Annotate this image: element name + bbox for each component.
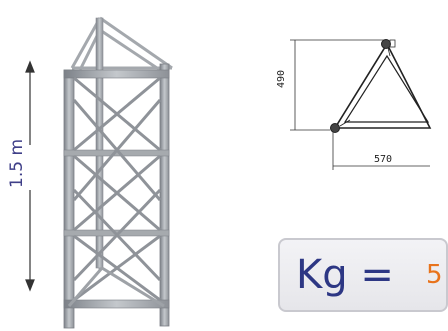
section-width-dimension: 570 bbox=[373, 154, 393, 165]
section-height-dimension: 490 bbox=[276, 69, 287, 89]
dimension-lines bbox=[290, 39, 430, 170]
truss-structure bbox=[63, 16, 173, 329]
height-arrow-line bbox=[25, 60, 35, 292]
section-triangle bbox=[333, 42, 432, 129]
section-nodes bbox=[330, 39, 396, 133]
weight-value: 5 bbox=[426, 260, 443, 290]
cross-section-drawing bbox=[290, 39, 432, 170]
truss-image bbox=[63, 16, 173, 329]
weight-box: Kg = 5 bbox=[278, 238, 448, 312]
height-dimension bbox=[25, 60, 35, 292]
weight-label: Kg = bbox=[296, 252, 394, 298]
